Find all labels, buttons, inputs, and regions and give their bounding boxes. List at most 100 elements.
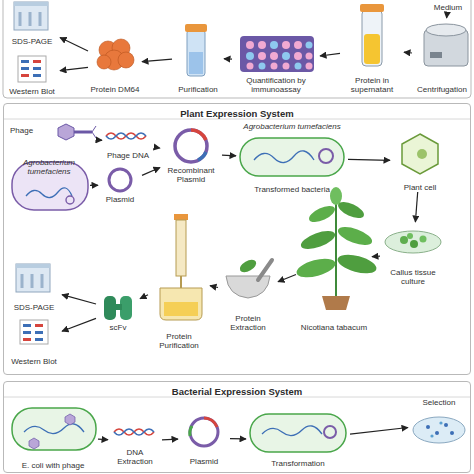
flow-arrow (230, 438, 246, 439)
bacterium-icon (250, 414, 346, 452)
flow-arrow (62, 318, 96, 331)
illustrated-step: SDS-PAGE (4, 2, 60, 46)
flow-arrow (278, 275, 296, 282)
flow-arrow (140, 295, 148, 299)
illustrated-step: Purification (172, 20, 224, 94)
protein-blob (97, 39, 134, 70)
step-label: Plasmid (98, 195, 142, 204)
antibody-icon (104, 296, 132, 320)
step-label: Protein Purification (148, 332, 210, 350)
dish-icon (413, 417, 465, 443)
step-label: DNA Extraction (108, 448, 162, 466)
flow-arrow (372, 256, 380, 258)
step-label: Purification (172, 85, 224, 94)
step-label: Protein Extraction (218, 314, 278, 332)
step-label: E. coli with phage (8, 461, 98, 470)
gel-icon (16, 264, 50, 292)
illustrated-step: Quantification by immunoassay (232, 30, 320, 94)
illustrated-step: scFv (96, 288, 140, 332)
step-label: Centrifugation (412, 85, 472, 94)
tube-icon (185, 24, 207, 76)
step-label: Protein DM64 (88, 85, 142, 94)
step-label: Transformation (246, 459, 350, 468)
bacterium-icon (12, 408, 96, 450)
panel-band: Plant Expression SystemPhagePhage DNA Agr… (3, 103, 471, 375)
flow-arrow (142, 168, 160, 176)
plant-cell-icon (402, 134, 438, 174)
step-label: Transformed bacteria (236, 185, 348, 194)
illustrated-step: Medium (424, 0, 472, 12)
illustrated-step: Selection (408, 398, 470, 450)
panel-band: Bacterial Expression System E. coli with … (3, 381, 471, 473)
step-label: Plasmid (178, 457, 230, 466)
panel-title: Bacterial Expression System (4, 386, 470, 397)
illustrated-step: Agrobacterium tumefaciensTransformed bac… (236, 122, 348, 194)
flow-arrow (348, 159, 390, 160)
illustrated-step: Phage DNA (102, 124, 154, 160)
flow-arrow (96, 139, 102, 141)
nucleus (417, 149, 427, 159)
flow-arrow (446, 12, 448, 18)
flow-arrow (222, 155, 236, 157)
illustrated-step: Western Blot (6, 318, 62, 366)
step-label: Selection (408, 398, 470, 407)
illustrated-step: Protein Purification (148, 208, 210, 350)
illustrated-step: Plasmid (178, 410, 230, 466)
illustrated-step: Nicotiana tabacum (296, 186, 372, 332)
step-label: Nicotiana tabacum (296, 323, 372, 332)
flow-arrow (210, 286, 218, 288)
illustrated-step: Recombinant Plasmid (160, 124, 222, 184)
step-label: SDS-PAGE (6, 303, 62, 312)
dna-icon (114, 429, 154, 435)
illustrated-step: Agrobacterium tumefaciens (8, 158, 90, 214)
step-label: scFv (96, 323, 140, 332)
plant-icon (295, 187, 379, 310)
gel-icon (14, 2, 48, 30)
step-label: Plant cell (390, 183, 450, 192)
step-label: Protein in supernatant (340, 76, 404, 94)
flow-arrow (320, 53, 340, 56)
centrifuge-icon (424, 24, 468, 66)
plasmid-icon (175, 130, 207, 162)
illustrated-step: Plant cell (390, 130, 450, 192)
illustrated-step: Protein DM64 (88, 34, 142, 94)
flow-arrow (224, 58, 232, 60)
step-label: Callus tissue culture (380, 268, 446, 286)
flow-arrow (60, 38, 88, 52)
flow-arrow (404, 52, 412, 54)
illustrated-step: DNA Extraction (108, 416, 162, 466)
plasmid-icon (109, 169, 131, 191)
step-label: SDS-PAGE (4, 37, 60, 46)
flow-arrow (98, 439, 108, 441)
flow-arrow (62, 295, 96, 304)
phage-icon (58, 124, 96, 140)
step-label: Agrobacterium tumefaciens (8, 158, 90, 176)
illustrated-step: E. coli with phage (8, 404, 98, 470)
flow-arrow (154, 147, 160, 148)
flow-arrow (415, 192, 417, 222)
step-label: Western Blot (4, 87, 60, 96)
flow-arrow (142, 59, 172, 62)
step-label: Quantification by immunoassay (232, 76, 320, 94)
illustrated-step: SDS-PAGE (6, 262, 62, 312)
mortar-icon (226, 257, 272, 298)
illustrated-step: Plasmid (98, 166, 142, 204)
illustrated-step: Phage (10, 122, 96, 152)
step-label: Recombinant Plasmid (160, 166, 222, 184)
flow-arrow (162, 439, 178, 441)
flow-arrow (350, 428, 408, 435)
illustrated-step: Western Blot (4, 52, 60, 96)
illustrated-step: Callus tissue culture (380, 222, 446, 286)
bacterium-icon (240, 138, 344, 176)
step-label: Phage DNA (102, 151, 154, 160)
flow-arrow (60, 67, 88, 70)
column-icon (160, 214, 202, 320)
step-label: Agrobacterium tumefaciens (236, 122, 348, 131)
tube-icon (360, 4, 384, 66)
illustrated-step: Centrifugation (412, 18, 472, 94)
step-label: Western Blot (6, 357, 62, 366)
panel-title: Plant Expression System (4, 108, 470, 119)
plasmid-icon (190, 418, 218, 446)
